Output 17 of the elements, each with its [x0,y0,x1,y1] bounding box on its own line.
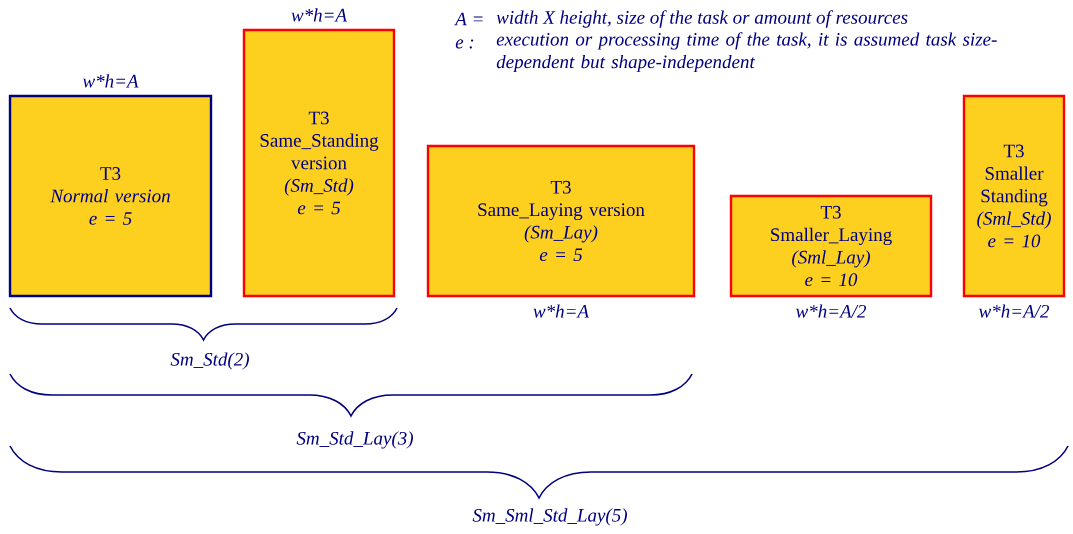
area-label: w*h=A [82,74,139,88]
task-box: T3 Smaller Standing (Sml_Std) e = 10 [962,94,1066,298]
brace-label: Sm_Std_Lay(3) [296,431,413,449]
task-box: T3 Smaller_Laying (Sml_Lay) e = 10 [729,194,933,298]
area-label: w*h=A/2 [796,304,867,318]
note-key: A = [454,12,483,26]
area-label: w*h=A [533,304,590,318]
note-text: width X height, size of the task or amount of resources [496,10,908,28]
note-text: execution or processing time of the task, it is assumed task size-dependent but shape-independent [496,32,997,73]
task-box: T3 Normal version e = 5 [8,94,213,298]
area-label: w*h=A [291,8,348,22]
brace-label: Sm_Sml_Std_Lay(5) [472,508,627,526]
area-label: w*h=A/2 [979,304,1050,318]
task-box: T3 Same_Laying version (Sm_Lay) e = 5 [426,144,696,298]
note-key: e : [455,39,474,49]
brace-label: Sm_Std(2) [170,352,249,370]
task-box: T3 Same_Standing version (Sm_Std) e = 5 [242,28,396,298]
